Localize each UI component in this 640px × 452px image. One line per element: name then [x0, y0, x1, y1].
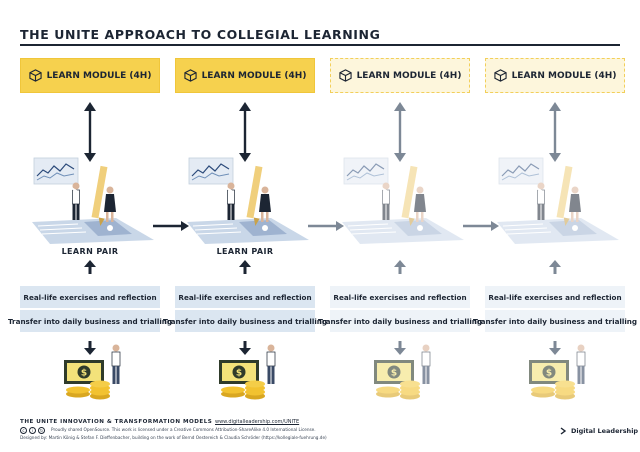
learn-module-label: LEARN MODULE (4H)	[201, 70, 307, 81]
learn-pair-label: LEARN PAIR	[216, 247, 274, 256]
right-arrow-icon	[463, 221, 499, 231]
learning-column-4: LEARN MODULE (4H) Re	[473, 58, 637, 408]
transfer-box: Transfer into daily business and trialli…	[163, 310, 327, 332]
double-arrow-icon	[394, 102, 406, 162]
cube-icon	[28, 69, 42, 82]
learning-column-3: LEARN MODULE (4H) Re	[318, 58, 482, 408]
learn-module-box: LEARN MODULE (4H)	[485, 58, 625, 93]
right-arrow-icon	[308, 221, 344, 231]
money-stack-icon: $	[64, 344, 121, 400]
learning-column-2: LEARN MODULE (4H) LEARN PAIR	[163, 58, 327, 408]
learn-pair-illustration	[32, 157, 154, 244]
license-text: Proudly shared OpenSource. This work is …	[51, 427, 316, 432]
brand-name: Digital Leadership	[571, 427, 639, 435]
exercise-box: Real-life exercises and reflection	[175, 286, 315, 308]
learn-module-label: LEARN MODULE (4H)	[511, 70, 617, 81]
designed-by-text: Designed by: Martin König & Stefan F. Di…	[20, 435, 327, 440]
money-stack-icon: $	[374, 344, 431, 400]
down-arrow-icon	[84, 341, 96, 355]
learn-module-label: LEARN MODULE (4H)	[46, 70, 152, 81]
cc-license-icons: c i ↻	[20, 427, 45, 434]
exercise-box: Real-life exercises and reflection	[485, 286, 625, 308]
transfer-box: Transfer into daily business and trialli…	[473, 310, 637, 332]
svg-text:$: $	[236, 369, 242, 379]
down-arrow-icon	[394, 341, 406, 355]
attribution-icon: i	[29, 427, 36, 434]
learn-pair-illustration	[497, 157, 619, 244]
learn-pair-illustration	[342, 157, 464, 244]
money-stack-icon: $	[219, 344, 276, 400]
learn-module-label: LEARN MODULE (4H)	[356, 70, 462, 81]
double-arrow-icon	[239, 102, 251, 162]
down-arrow-icon	[549, 341, 561, 355]
double-arrow-icon	[84, 102, 96, 162]
transfer-box: Transfer into daily business and trialli…	[8, 310, 172, 332]
footer-link[interactable]: www.digitalleadership.com/UNITE	[215, 419, 300, 425]
svg-text:$: $	[391, 369, 397, 379]
learn-module-box: LEARN MODULE (4H)	[175, 58, 315, 93]
svg-text:$: $	[546, 369, 552, 379]
title-divider	[20, 44, 620, 46]
learn-pair-illustration	[187, 157, 309, 244]
right-arrow-icon	[153, 221, 189, 231]
cc-icon: c	[20, 427, 27, 434]
down-arrow-icon	[239, 341, 251, 355]
learning-column-1: LEARN MODULE (4H) LEARN PAIR	[8, 58, 172, 408]
exercise-box: Real-life exercises and reflection	[330, 286, 470, 308]
up-arrow-icon	[239, 260, 251, 274]
learn-module-box: LEARN MODULE (4H)	[330, 58, 470, 93]
exercise-box: Real-life exercises and reflection	[20, 286, 160, 308]
learn-module-box: LEARN MODULE (4H)	[20, 58, 160, 93]
double-arrow-icon	[549, 102, 561, 162]
up-arrow-icon	[394, 260, 406, 274]
cube-icon	[493, 69, 507, 82]
learn-pair-label: LEARN PAIR	[61, 247, 119, 256]
transfer-box: Transfer into daily business and trialli…	[318, 310, 482, 332]
brand-logo: Digital Leadership	[560, 427, 638, 435]
svg-text:$: $	[81, 369, 87, 379]
money-stack-icon: $	[529, 344, 586, 400]
footer-heading: THE UNITE INNOVATION & TRANSFORMATION MO…	[20, 419, 213, 425]
sharealike-icon: ↻	[38, 427, 45, 434]
page-title: THE UNITE APPROACH TO COLLEGIAL LEARNING	[20, 27, 381, 42]
cube-icon	[338, 69, 352, 82]
up-arrow-icon	[549, 260, 561, 274]
cube-icon	[183, 69, 197, 82]
up-arrow-icon	[84, 260, 96, 274]
chevron-logo-icon	[560, 427, 567, 435]
